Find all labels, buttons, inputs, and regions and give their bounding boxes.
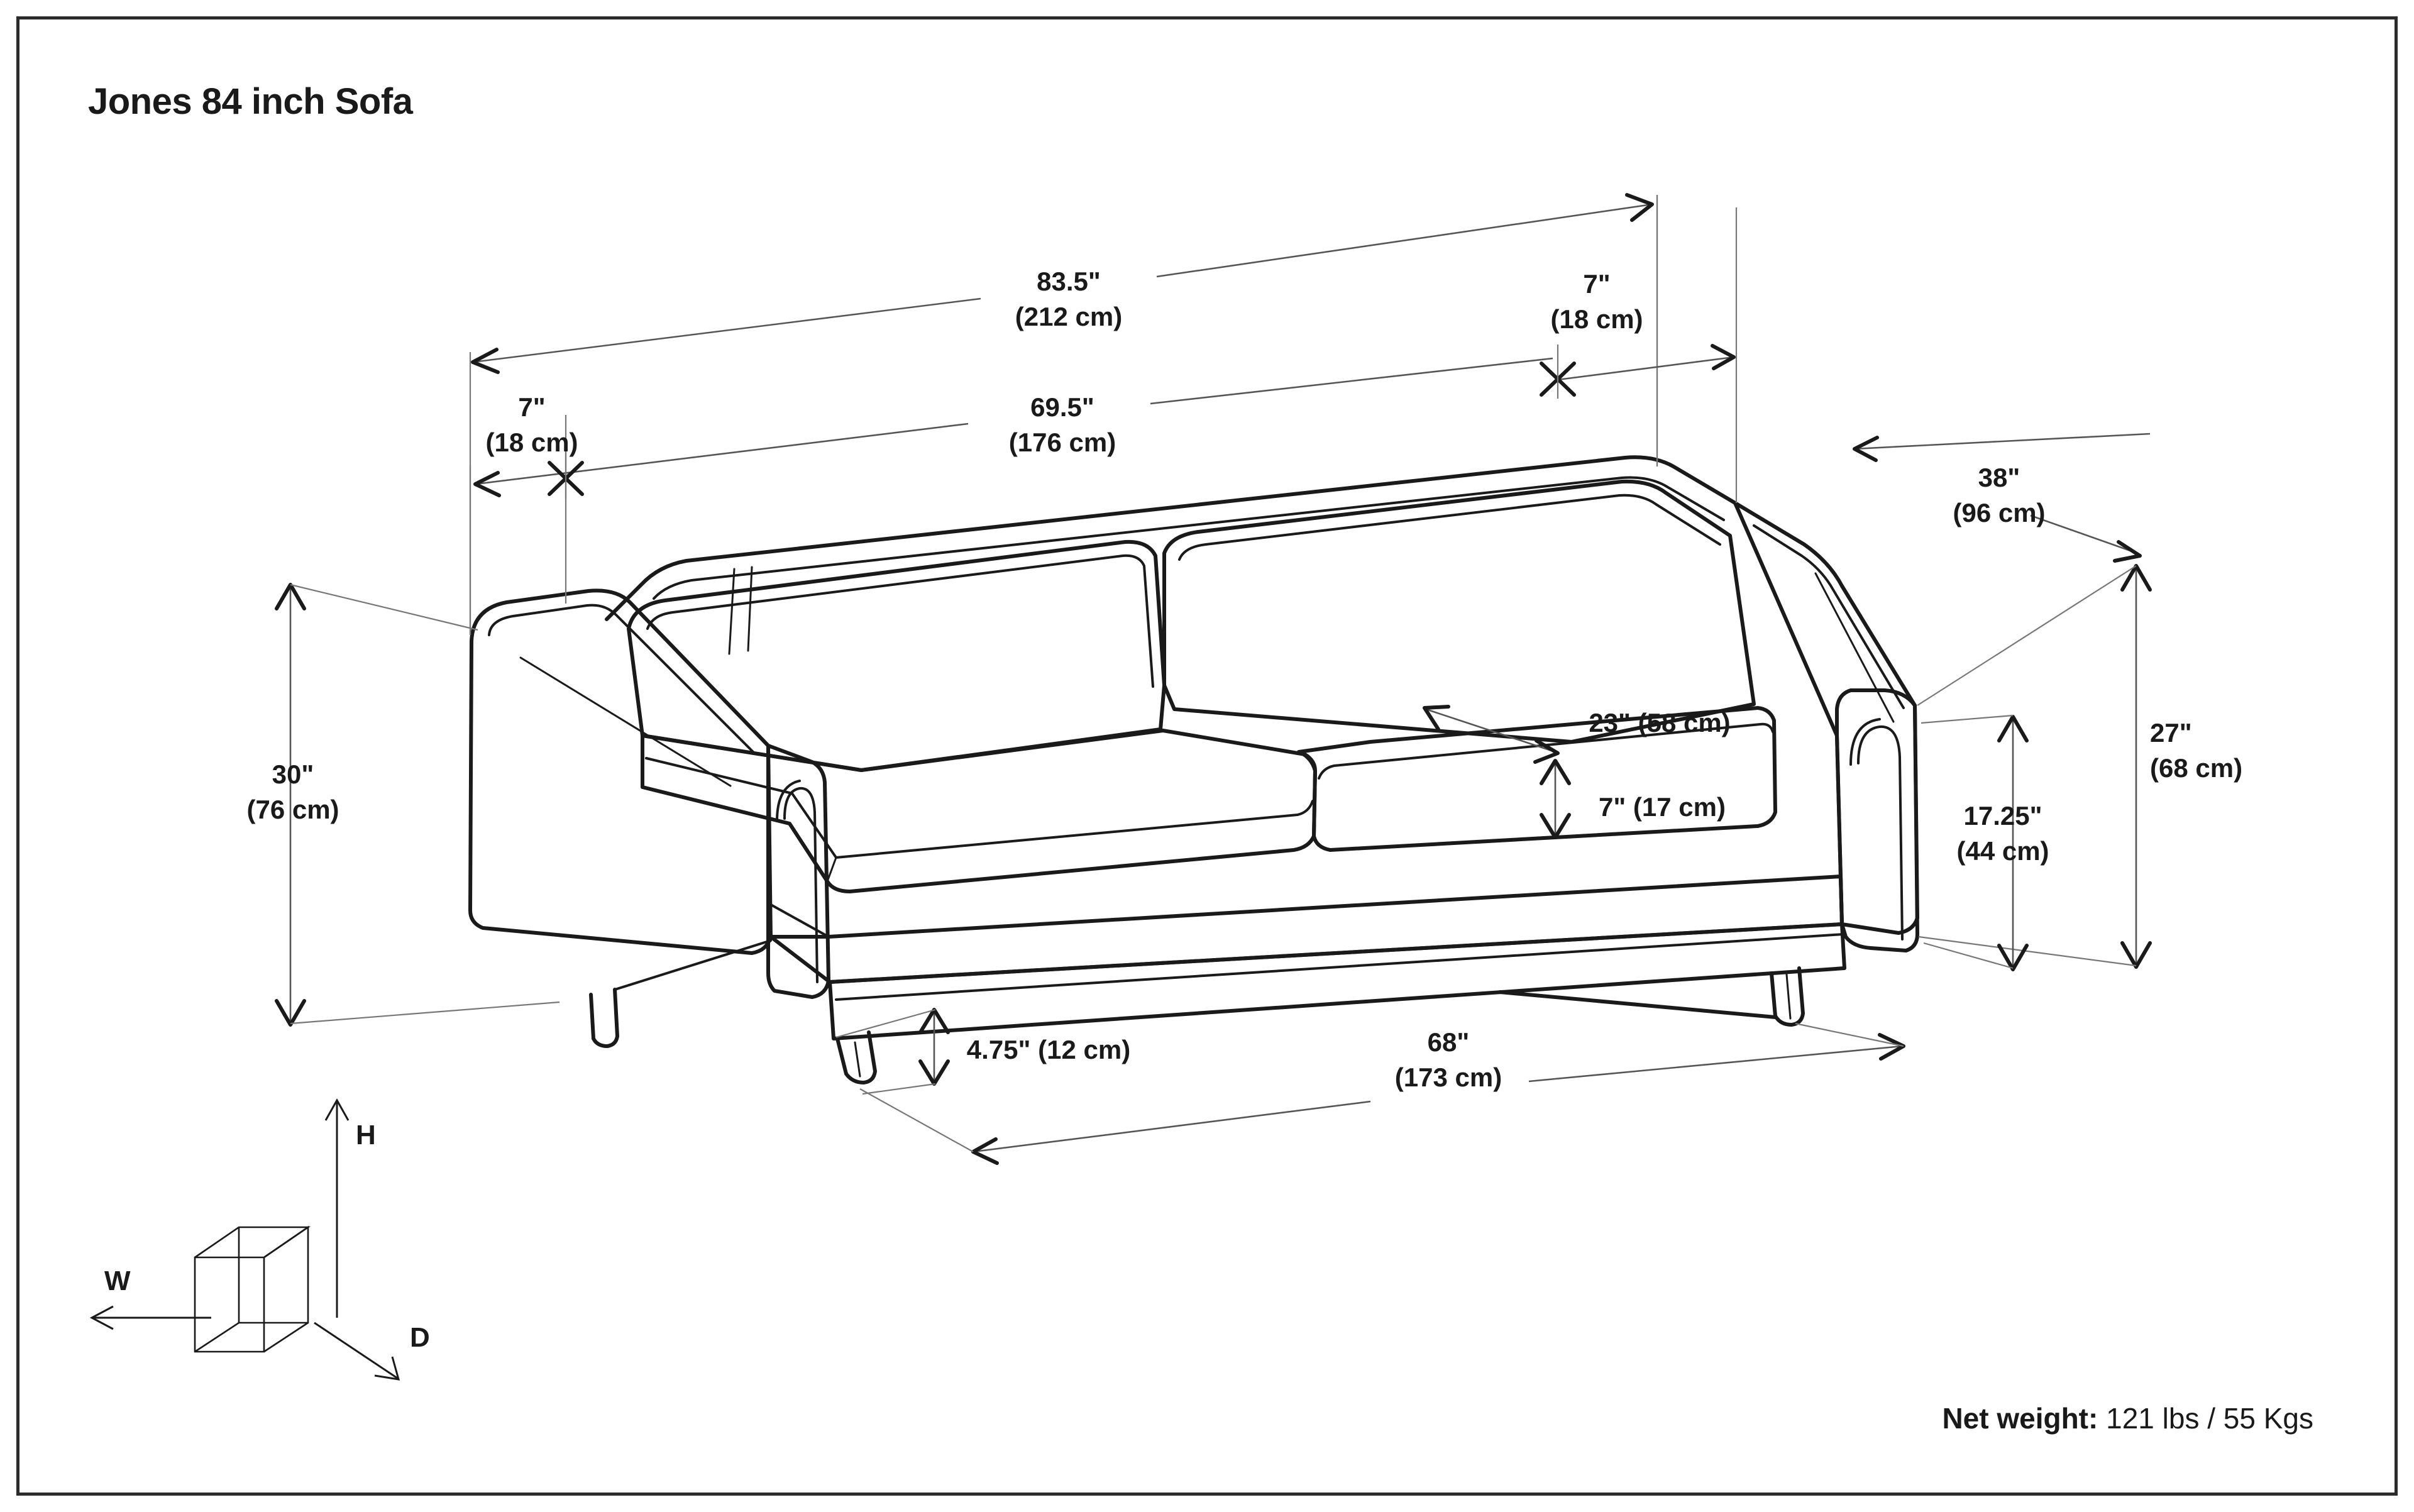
dim-arm-height-metric: (68 cm) xyxy=(2150,753,2242,783)
dim-arm-width-right: 7" (18 cm) xyxy=(1540,195,1738,503)
page-title: Jones 84 inch Sofa xyxy=(88,81,413,122)
dim-seat-height: 17.25" (44 cm) xyxy=(1921,714,2049,971)
net-weight: Net weight: 121 lbs / 55 Kgs xyxy=(1942,1401,2313,1435)
dim-overall-width-metric: (212 cm) xyxy=(1015,302,1122,331)
dim-overall-width-inches: 83.5" xyxy=(1037,267,1101,296)
axis-depth-label: D xyxy=(410,1322,430,1353)
dim-leg-span-inches: 68" xyxy=(1428,1027,1470,1057)
back-cushion-left xyxy=(627,539,1166,772)
dim-height-inches: 30" xyxy=(272,759,314,789)
dim-seat-height-metric: (44 cm) xyxy=(1956,836,2049,866)
axis-height-arrow: H xyxy=(324,1098,376,1318)
dim-cushion-thickness: 7" (17 cm) xyxy=(1540,759,1726,839)
dim-seat-depth-label: 23" (58 cm) xyxy=(1589,708,1730,737)
sofa-base xyxy=(769,875,1846,1040)
axis-height-label: H xyxy=(356,1120,376,1151)
dim-arm-right-metric: (18 cm) xyxy=(1550,304,1643,334)
back-cushion-right xyxy=(1162,479,1756,744)
sofa-legs xyxy=(589,939,1805,1084)
dim-arm-right-inches: 7" xyxy=(1583,269,1610,299)
sofa-illustration xyxy=(468,455,1919,1084)
dim-depth-metric: (96 cm) xyxy=(1953,498,2045,527)
dim-leg-span-metric: (173 cm) xyxy=(1395,1062,1502,1092)
dim-leg-height-label: 4.75" (12 cm) xyxy=(967,1035,1130,1064)
dim-arm-height-inches: 27" xyxy=(2150,718,2192,748)
dim-arm-left-inches: 7" xyxy=(518,392,545,422)
dim-depth-inches: 38" xyxy=(1978,463,2020,492)
axis-legend: H W D xyxy=(89,1098,430,1381)
axis-depth-arrow: D xyxy=(314,1322,430,1381)
dim-seat-height-inches: 17.25" xyxy=(1963,801,2042,830)
dim-leg-height: 4.75" (12 cm) xyxy=(835,1008,1130,1095)
axis-width-arrow: W xyxy=(89,1266,211,1330)
dim-height-metric: (76 cm) xyxy=(246,795,339,824)
sofa-right-arm xyxy=(1733,501,1919,952)
dim-arm-left-metric: (18 cm) xyxy=(485,428,578,457)
dim-cushion-thickness-label: 7" (17 cm) xyxy=(1599,792,1726,822)
dim-leg-span: 68" (173 cm) xyxy=(859,1022,1905,1165)
dim-arm-width-left: 7" (18 cm) xyxy=(485,392,584,499)
dim-inside-width-metric: (176 cm) xyxy=(1009,428,1116,457)
dim-inside-width: 69.5" (176 cm) xyxy=(469,357,1553,635)
dim-overall-height: 30" (76 cm) xyxy=(246,583,560,1027)
sofa-left-arm xyxy=(468,588,830,999)
dim-seat-depth: 23" (58 cm) xyxy=(1423,705,1731,764)
seat-cushion-left xyxy=(641,729,1317,893)
dim-arm-height: 27" (68 cm) xyxy=(1917,564,2242,969)
dim-inside-width-inches: 69.5" xyxy=(1030,392,1094,422)
net-weight-label: Net weight: xyxy=(1942,1402,2098,1435)
axis-legend-cube xyxy=(194,1225,311,1353)
net-weight-value: 121 lbs / 55 Kgs xyxy=(2106,1402,2313,1435)
axis-width-label: W xyxy=(104,1266,131,1296)
sofa-back-rail xyxy=(605,455,1737,655)
dim-overall-depth: 38" (96 cm) xyxy=(1853,433,2151,563)
